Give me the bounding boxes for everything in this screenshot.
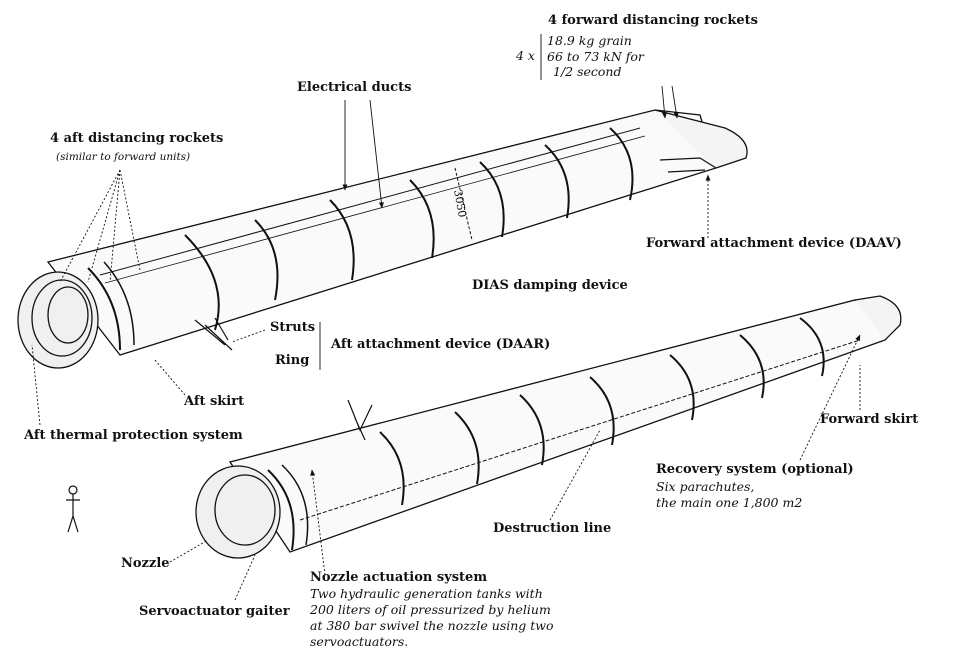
upper-aft-struts	[194, 317, 233, 351]
upper-ring-6	[544, 144, 570, 219]
upper-nozzle-end	[17, 271, 99, 369]
lower-destruction-line	[299, 339, 861, 521]
leader-nozzle-actuation	[310, 469, 326, 576]
fwd-rockets-spec-1: 18.9 kg grain	[547, 33, 632, 48]
upper-nose-cone	[654, 109, 748, 169]
nozzle-label: Nozzle	[121, 556, 170, 571]
struts-label: Struts	[270, 320, 316, 335]
leader-lines	[31, 34, 861, 601]
lower-nozzle-end	[195, 465, 281, 559]
leader-struts	[231, 329, 266, 343]
leader-destruction	[549, 429, 601, 521]
upper-ring-4	[409, 179, 435, 259]
lower-actuator-hardware	[347, 399, 373, 441]
recovery-title: Recovery system (optional)	[656, 462, 854, 477]
lower-ring-4	[589, 376, 615, 446]
leader-gaiter	[234, 554, 256, 601]
lower-ring-3	[519, 394, 545, 466]
aft-rockets-note: (similar to forward units)	[56, 151, 191, 163]
leader-nozzle	[169, 539, 209, 563]
aft-rockets-title: 4 aft distancing rockets	[50, 131, 224, 146]
destruction-line-label: Destruction line	[493, 521, 612, 536]
fwd-rockets-spec-2: 66 to 73 kN for	[547, 49, 644, 64]
diameter-dimension	[454, 167, 473, 241]
aft-attachment-label: Aft attachment device (DAAR)	[331, 337, 551, 352]
lower-nose-cone	[854, 295, 902, 341]
upper-ring-1	[184, 234, 220, 331]
lower-ring-5	[669, 354, 695, 421]
upper-ring-2	[254, 219, 279, 301]
forward-attachment-label: Forward attachment device (DAAV)	[646, 236, 902, 251]
lower-ring-6	[739, 334, 765, 399]
nozzle-actuation-line-3: at 380 bar swivel the nozzle using two	[310, 618, 554, 633]
aft-thermal-label: Aft thermal protection system	[24, 428, 243, 443]
leader-aft-rockets	[59, 169, 121, 283]
nozzle-actuation-title: Nozzle actuation system	[310, 570, 488, 585]
upper-electrical-duct	[99, 127, 641, 276]
electrical-ducts-label: Electrical ducts	[297, 80, 412, 95]
upper-ring-7	[609, 127, 634, 201]
upper-ring-3	[329, 199, 355, 281]
leader-aft-skirt	[154, 359, 186, 396]
lower-ring-1	[379, 431, 405, 506]
nozzle-actuation-line-1: Two hydraulic generation tanks with	[310, 586, 543, 601]
lower-booster-body	[228, 299, 891, 553]
fwd-rockets-spec-3: 1/2 second	[553, 64, 622, 79]
dias-damping-label: DIAS damping device	[472, 278, 628, 293]
human-figure	[66, 485, 80, 533]
forward-skirt-label: Forward skirt	[820, 412, 919, 427]
leader-recovery	[799, 334, 861, 461]
fwd-rockets-multiplier: 4 x	[516, 48, 535, 63]
lower-ring-7	[799, 317, 825, 377]
ring-label: Ring	[275, 353, 310, 368]
recovery-line-2: the main one 1,800 m2	[656, 495, 803, 510]
aft-skirt-label: Aft skirt	[184, 394, 245, 409]
leader-aft-thermal	[31, 344, 41, 426]
fwd-rockets-title: 4 forward distancing rockets	[548, 13, 758, 28]
upper-booster	[17, 109, 748, 369]
lower-booster	[195, 295, 902, 559]
nozzle-actuation-line-4: servoactuators.	[310, 634, 409, 649]
lower-ring-2	[454, 411, 480, 485]
servoactuator-gaiter-label: Servoactuator gaiter	[139, 604, 290, 619]
nozzle-actuation-line-2: 200 liters of oil pressurized by helium	[310, 602, 551, 617]
upper-ring-5	[479, 161, 505, 238]
recovery-line-1: Six parachutes,	[656, 479, 755, 494]
leader-fwd-rockets	[661, 85, 667, 119]
